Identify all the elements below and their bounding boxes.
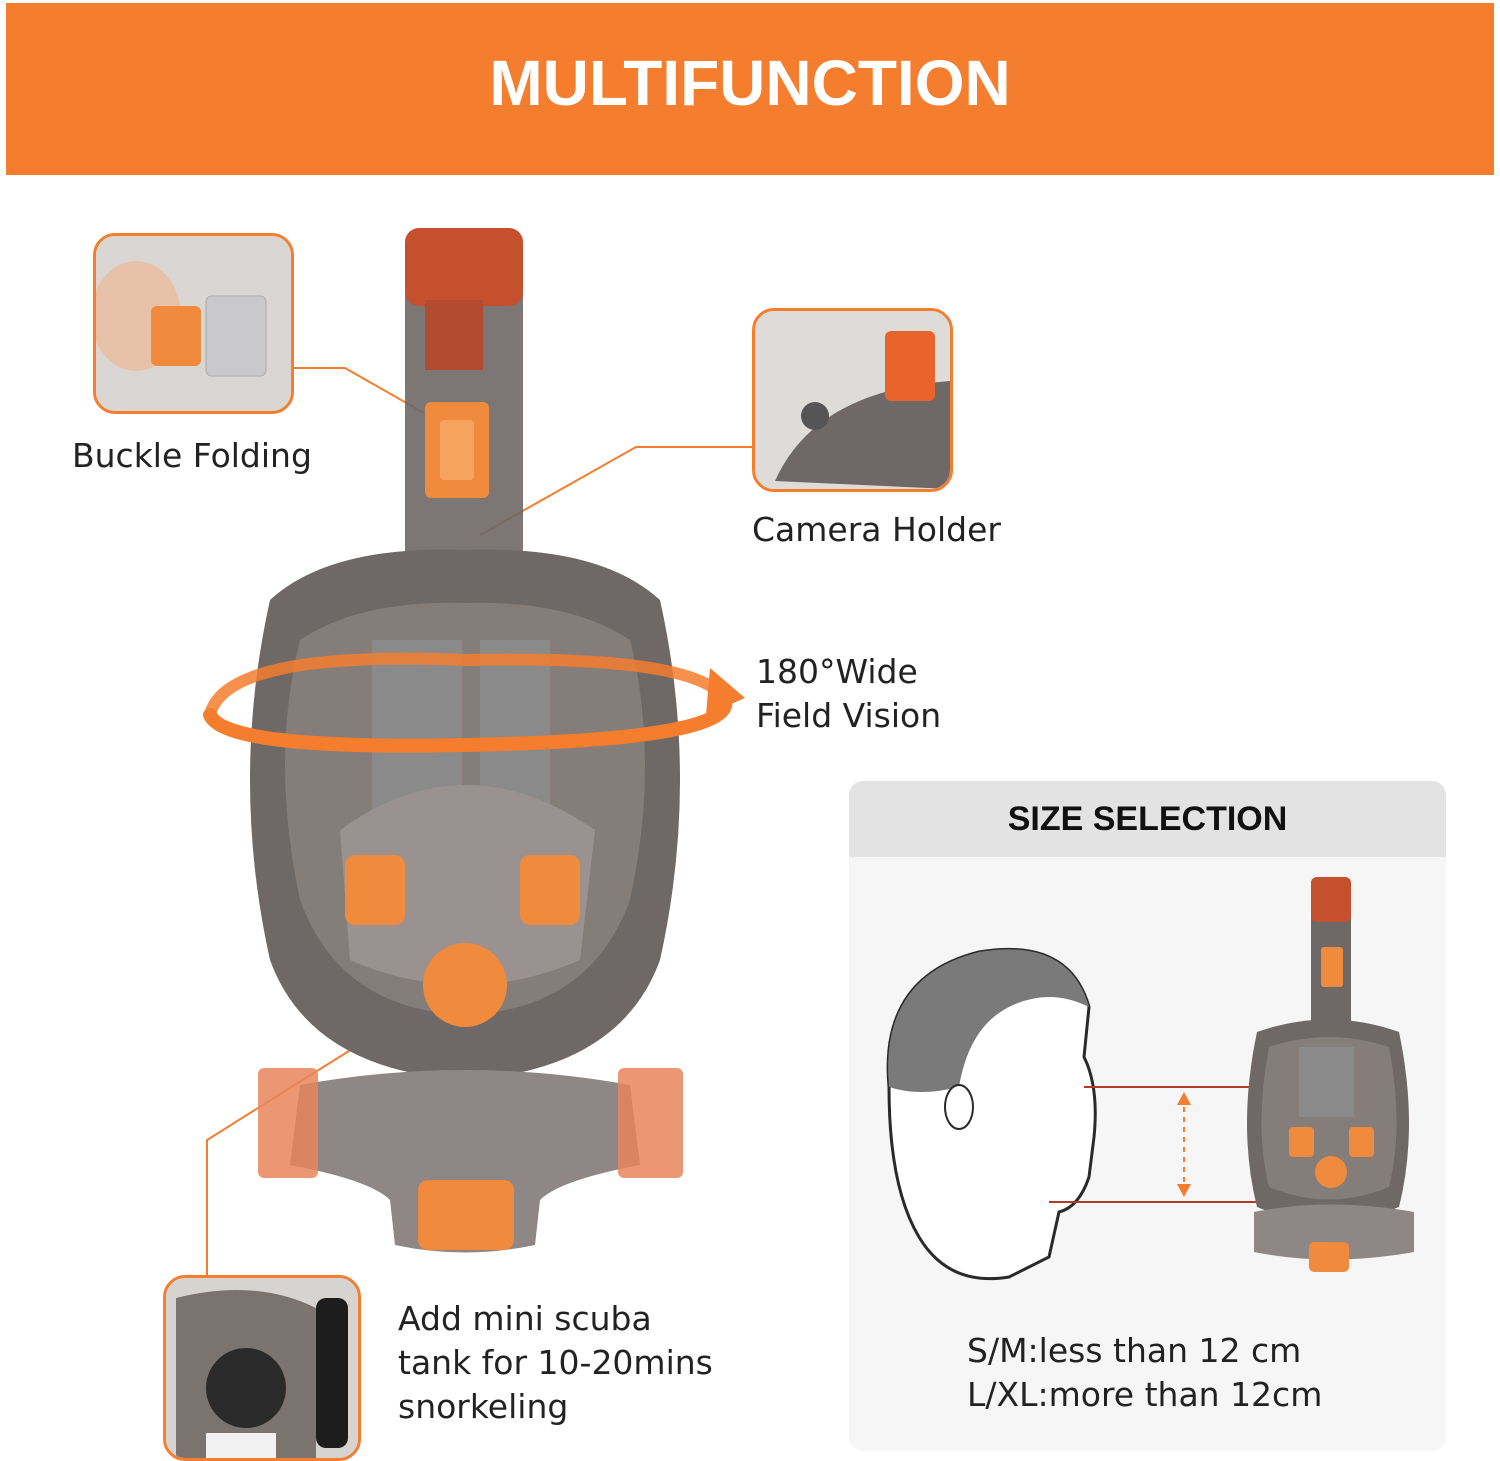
size-lxl-text: L/XL:more than 12cm xyxy=(967,1375,1323,1414)
wide-vision-label-line2: Field Vision xyxy=(756,696,942,735)
wide-vision-label-line1: 180°Wide xyxy=(756,652,918,691)
buckle-folding-thumbnail xyxy=(93,233,294,414)
side-vent-right xyxy=(618,1068,683,1178)
breathing-chamber xyxy=(290,1070,640,1253)
scuba-label-line1: Add mini scuba xyxy=(398,1299,652,1338)
header-banner: MULTIFUNCTION xyxy=(6,3,1494,175)
buckle-folding-label: Buckle Folding xyxy=(72,436,312,475)
bottom-purge-valve xyxy=(418,1180,514,1250)
right-valve xyxy=(520,855,580,925)
strap-right xyxy=(480,640,550,810)
hair-illustration xyxy=(888,949,1089,1092)
size-selection-panel: SIZE SELECTION S/M:less than 12 cm L/XL:… xyxy=(849,781,1446,1451)
arrow-head-icon xyxy=(706,668,745,715)
size-measurement-diagram xyxy=(886,877,1414,1281)
nose-piece xyxy=(340,785,595,985)
side-vent-left xyxy=(258,1068,318,1178)
snorkel-top-valve xyxy=(405,228,523,306)
small-mask-chamber xyxy=(1254,1204,1414,1260)
rotation-arrow-front xyxy=(203,693,733,753)
scuba-tank-thumbnail xyxy=(163,1275,361,1461)
camera-holder-thumbnail xyxy=(752,308,953,492)
rotation-arrow-back xyxy=(204,652,731,721)
center-valve xyxy=(423,943,507,1027)
size-sm-text: S/M:less than 12 cm xyxy=(967,1331,1302,1370)
camera-callout-line xyxy=(479,446,752,536)
camera-holder-label: Camera Holder xyxy=(752,510,1001,549)
size-selection-title: SIZE SELECTION xyxy=(1007,799,1288,838)
scuba-label-line3: snorkeling xyxy=(398,1387,569,1426)
page-title: MULTIFUNCTION xyxy=(489,47,1011,119)
strap-left xyxy=(372,640,462,810)
scuba-label-line2: tank for 10-20mins xyxy=(398,1343,713,1382)
size-selection-header: SIZE SELECTION xyxy=(849,781,1446,857)
left-valve xyxy=(345,855,405,925)
